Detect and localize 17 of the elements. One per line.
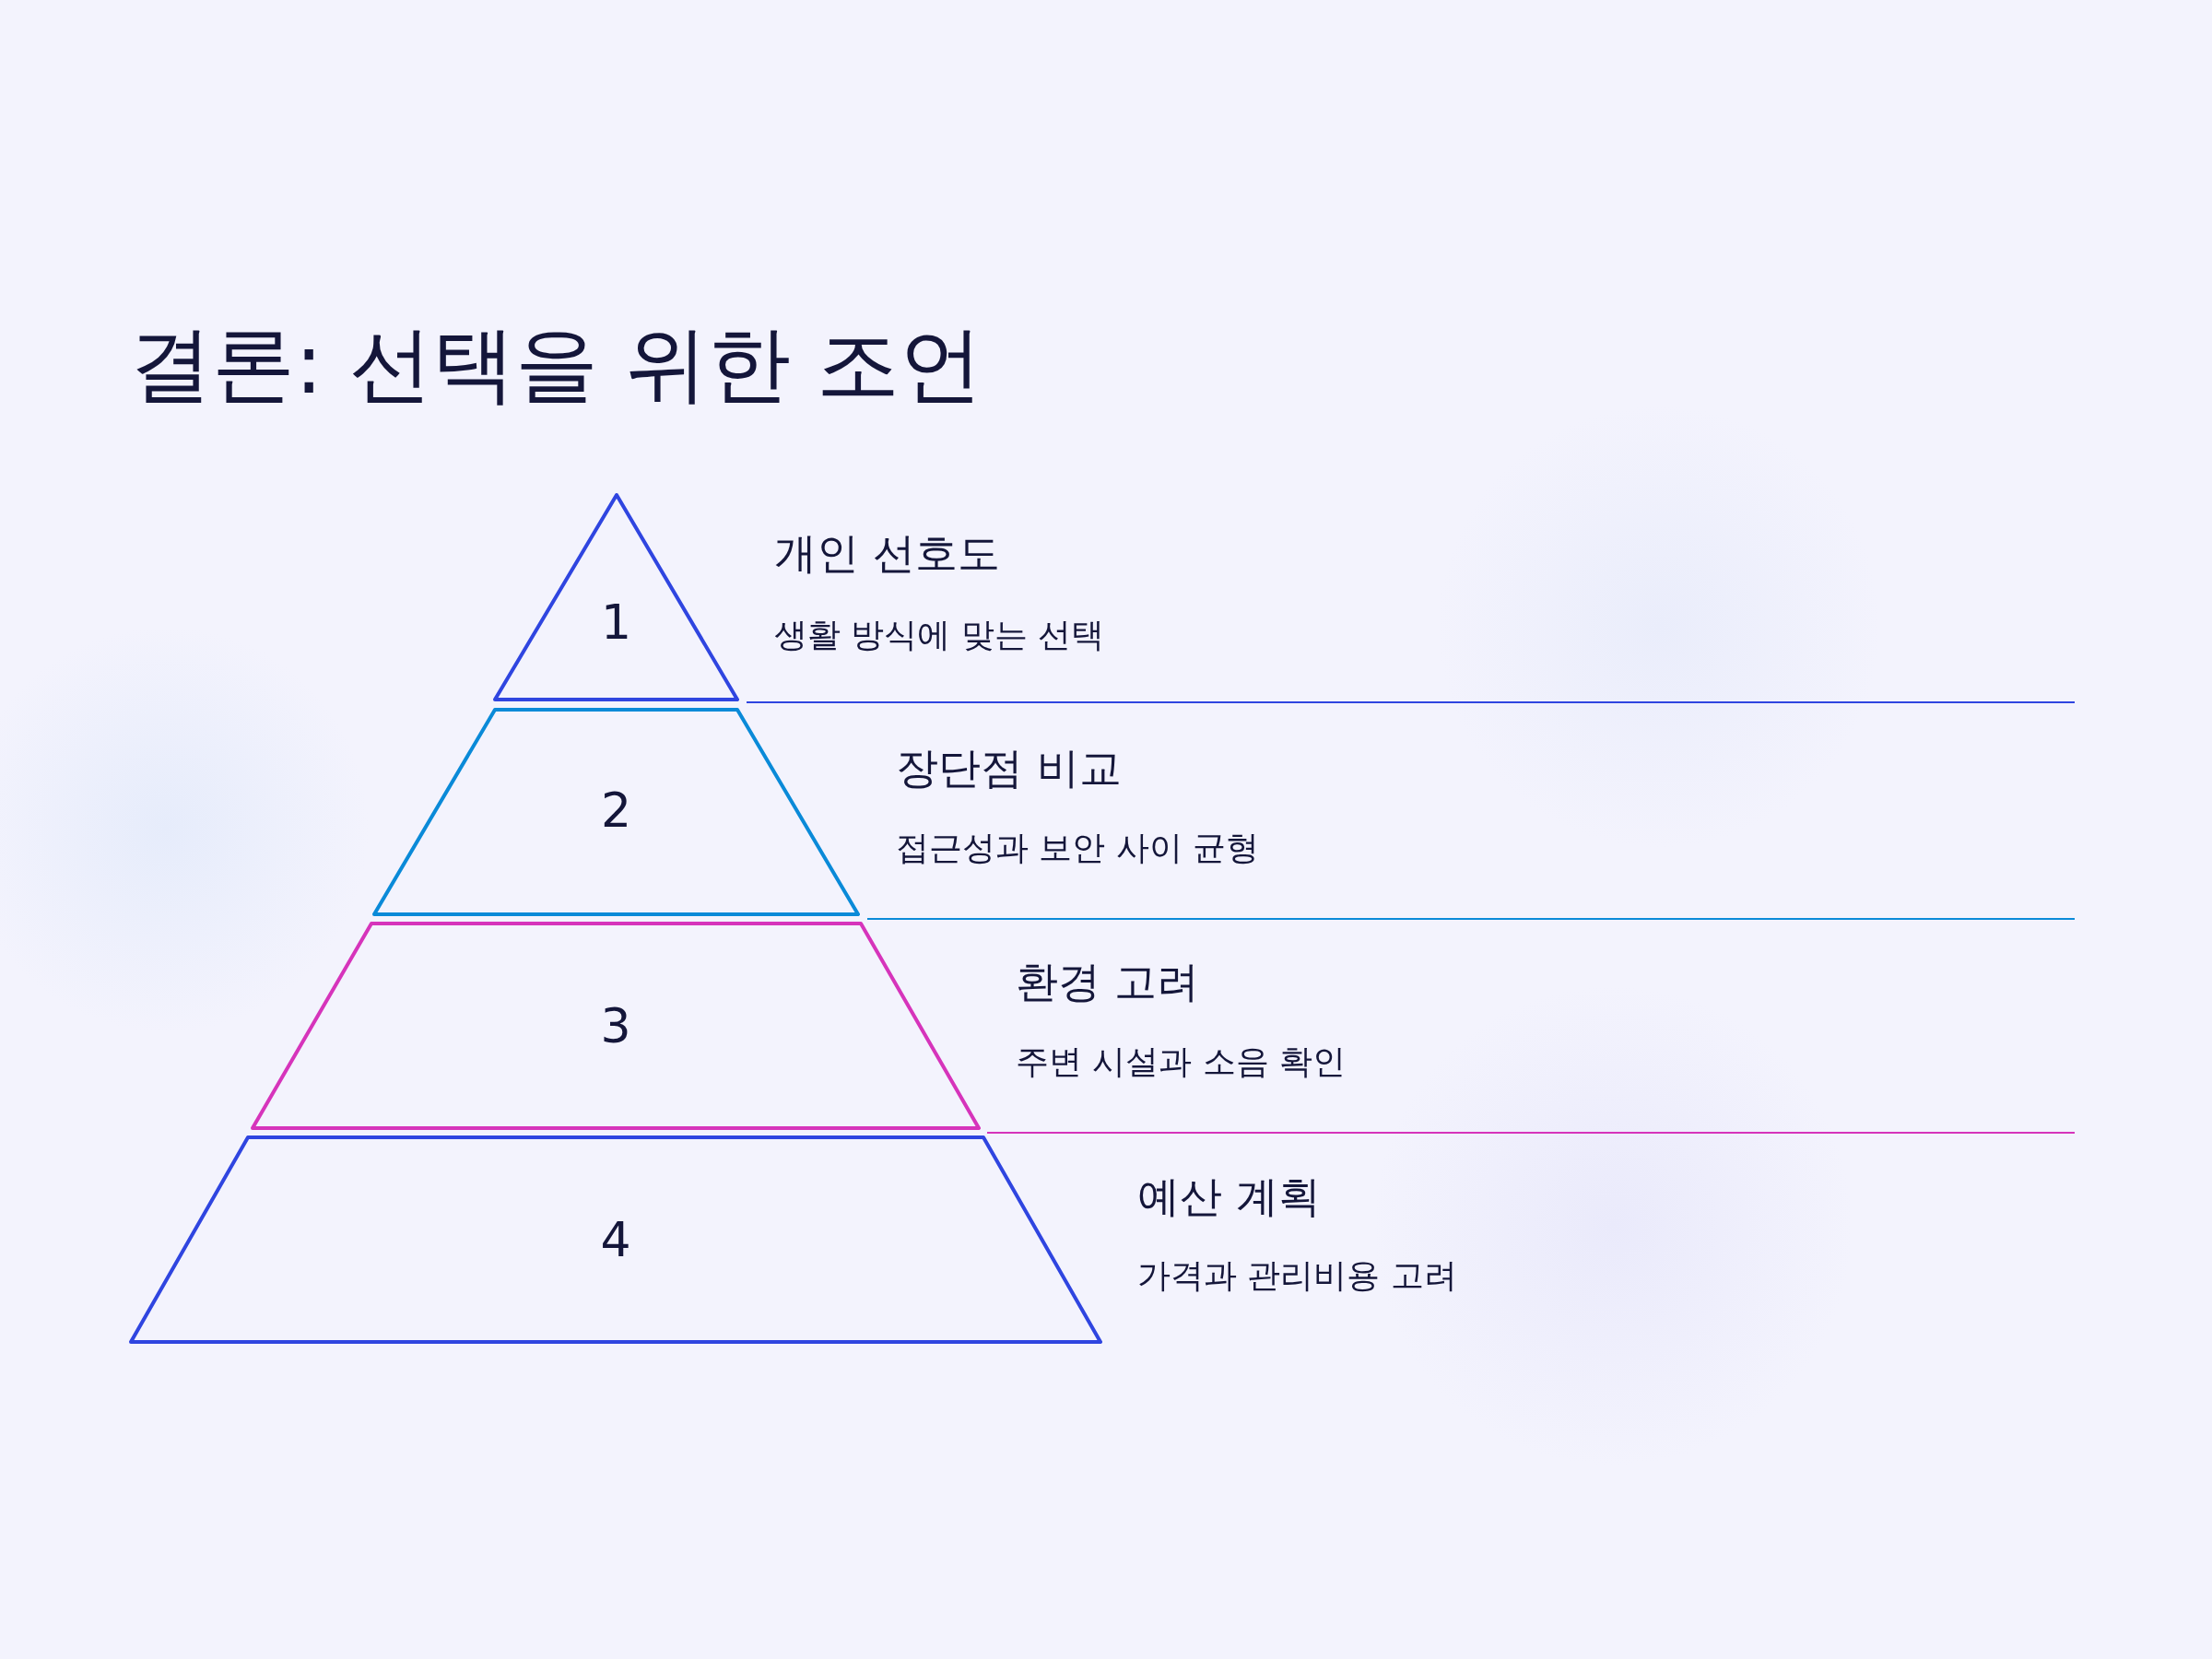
level-heading: 장단점 비교	[896, 742, 1122, 794]
level-description: 접근성과 보안 사이 균형	[896, 828, 1260, 868]
level-heading: 예산 계획	[1137, 1171, 1321, 1222]
level-heading: 개인 선호도	[774, 527, 1000, 579]
level-heading: 환경 고려	[1016, 956, 1199, 1007]
level-number: 2	[600, 782, 632, 838]
pyramid-layer	[253, 924, 979, 1128]
level-description: 가격과 관리비용 고려	[1137, 1255, 1457, 1296]
level-description: 주변 시설과 소음 확인	[1016, 1041, 1347, 1082]
pyramid-layer	[374, 710, 858, 914]
level-number: 4	[600, 1212, 631, 1267]
pyramid-layer	[131, 1137, 1100, 1342]
level-number: 3	[600, 998, 631, 1053]
title: 결론: 선택을 위한 조언	[129, 314, 983, 414]
level-number: 1	[600, 594, 632, 650]
pyramid-apex-triangle	[495, 495, 737, 700]
level-description: 생활 방식에 맞는 선택	[774, 615, 1105, 655]
